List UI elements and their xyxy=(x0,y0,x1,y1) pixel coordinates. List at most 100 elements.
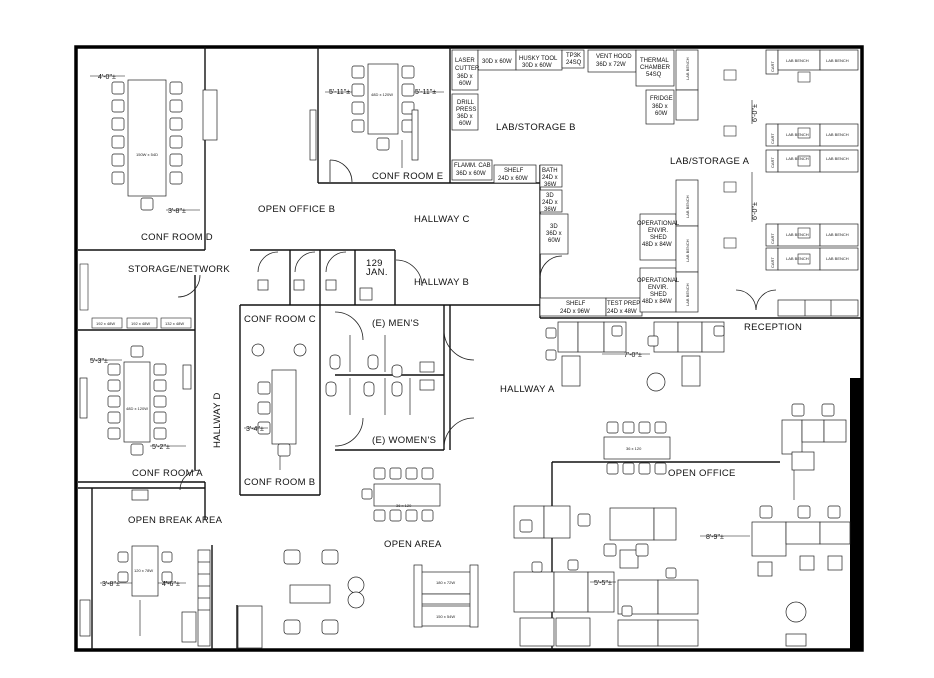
room-labels: CONF ROOM D CONF ROOM E STORAGE/NETWORK … xyxy=(128,122,802,550)
label-reception: RECEPTION xyxy=(744,322,802,333)
fridge-l1: FRIDGE xyxy=(650,96,673,102)
drill-l4: 60W xyxy=(459,121,472,127)
cart-3: CART xyxy=(770,157,775,168)
label-hallway-c: HALLWAY C xyxy=(414,214,470,225)
flamm-l2: 36D x 60W xyxy=(456,171,486,177)
3d-b-l2: 36D x xyxy=(546,231,562,237)
lab-stools xyxy=(723,69,811,265)
3d-a-l1: 3D xyxy=(546,193,554,199)
shed1-l3: SHED xyxy=(650,235,667,241)
lab-bench-9: LAB BENCH xyxy=(786,256,809,261)
label-conf-room-c: CONF ROOM C xyxy=(244,314,316,325)
tp3k-l2: 24SQ xyxy=(566,60,582,66)
laser-cutter-l1: LASER xyxy=(455,58,475,64)
label-conf-room-e: CONF ROOM E xyxy=(372,171,443,182)
equipment-labels: LASER CUTTER 36D x 60W 30D x 60W HUSKY T… xyxy=(454,53,849,315)
dim-3-8-b: 3'-8"± xyxy=(102,581,120,588)
conf-room-a-furniture xyxy=(79,345,192,456)
husky-l2: 30D x 60W xyxy=(522,63,552,69)
conf-room-b-furniture xyxy=(251,343,307,457)
drill-l1: DRILL xyxy=(457,100,475,106)
dim-3-4: 3'-4"± xyxy=(246,426,264,433)
open-area-furniture xyxy=(283,549,479,635)
lab-bench-1: LAB BENCH xyxy=(786,58,809,63)
label-open-area: OPEN AREA xyxy=(384,539,442,550)
dim-5-11-a: 5'-11"± xyxy=(329,89,350,96)
shed2-l1: OPERATIONAL xyxy=(637,278,680,284)
label-jan: JAN. xyxy=(366,267,388,278)
cart-2: CART xyxy=(770,133,775,144)
bath-l1: BATH xyxy=(542,168,558,174)
label-hallway-d: HALLWAY D xyxy=(212,392,223,448)
oo-table-label: 36 x 120 xyxy=(626,446,642,451)
dim-5-11-b: 5'-11"± xyxy=(415,89,436,96)
3d-b-l1: 3D xyxy=(550,224,558,230)
shed2-l4: 48D x 84W xyxy=(642,299,672,305)
conf-e-table-label: 48D x 120W xyxy=(371,92,393,97)
dim-4-6: 4'-6"± xyxy=(162,581,180,588)
flamm-l1: FLAMM. CAB xyxy=(454,163,491,169)
shed1-l2: ENVIR. xyxy=(648,228,668,234)
bath-l2: 24D x xyxy=(542,175,558,181)
label-storage-network: STORAGE/NETWORK xyxy=(128,264,230,275)
test-prep-l2: 24D x 48W xyxy=(607,309,637,315)
label-conf-room-b: CONF ROOM B xyxy=(244,477,315,488)
label-open-break-area: OPEN BREAK AREA xyxy=(128,515,223,526)
dim-7-0: 7'-0"± xyxy=(624,352,642,359)
conf-room-d-furniture xyxy=(111,79,218,211)
dim-5-5: 5'-5"± xyxy=(594,580,612,587)
drill-l2: PRESS xyxy=(456,107,476,113)
laser-cutter-l2: CUTTER xyxy=(455,66,480,72)
tp3k-l1: TP3K xyxy=(566,53,581,59)
dim-8-9: 8'-9"± xyxy=(706,534,724,541)
dim-3-8-a: 3'-8"± xyxy=(168,208,186,215)
label-open-office: OPEN OFFICE xyxy=(668,468,736,479)
open-office-table xyxy=(603,421,671,475)
laser-cutter-l4: 60W xyxy=(459,81,472,87)
label-lab-storage-a: LAB/STORAGE A xyxy=(670,156,750,167)
shed1-l4: 48D x 84W xyxy=(642,242,672,248)
thermal-l3: 54SQ xyxy=(646,72,662,78)
dim-6-0-b: 6'-0"± xyxy=(752,202,759,220)
shelf-24-60-l1: SHELF xyxy=(504,168,524,174)
3d-a-l2: 24D x xyxy=(542,200,558,206)
cart-4: CART xyxy=(770,233,775,244)
cab-2-label: 192 x 48W xyxy=(131,321,150,326)
dim-4-0: 4'-0"± xyxy=(98,74,116,81)
lab-bench-v2: LAB BENCH xyxy=(685,195,690,218)
3d-a-l3: 36W xyxy=(544,207,557,213)
label-mens: (E) MEN'S xyxy=(372,318,419,329)
shed2-l3: SHED xyxy=(650,292,667,298)
lab-bench-6: LAB BENCH xyxy=(826,156,849,161)
fridge-l3: 60W xyxy=(655,111,668,117)
drill-l3: 36D x xyxy=(457,114,473,120)
label-lab-storage-b: LAB/STORAGE B xyxy=(496,122,576,133)
dim-5-3: 5'-3"± xyxy=(90,358,108,365)
sofa-1-label: 180 x 72W xyxy=(436,580,455,585)
label-conf-room-a: CONF ROOM A xyxy=(132,468,203,479)
chairs xyxy=(111,81,183,211)
dim-5-2: 5'-2"± xyxy=(152,444,170,451)
lab-bench-v3: LAB BENCH xyxy=(685,239,690,262)
lab-bench-3: LAB BENCH xyxy=(786,132,809,137)
toilet-fixtures xyxy=(257,279,435,415)
break-table-label: 120 x 78W xyxy=(134,568,153,573)
laser-cutter-l3: 36D x xyxy=(457,74,473,80)
label-hallway-b: HALLWAY B xyxy=(414,277,469,288)
dim-6-0-a: 6'-0"± xyxy=(752,104,759,122)
shelf-24-96-l2: 24D x 96W xyxy=(560,309,590,315)
storage-cabinets xyxy=(79,263,192,329)
lab-bench-5: LAB BENCH xyxy=(786,156,809,161)
break-area-furniture xyxy=(79,489,263,649)
interior-walls xyxy=(78,47,862,650)
conf-a-table-label: 48D x 120W xyxy=(126,406,148,411)
exterior-walls xyxy=(74,45,864,652)
fridge-l2: 36D x xyxy=(652,104,668,110)
dimension-labels: 4'-0"± 5'-11"± 5'-11"± 3'-8"± 5'-3"± 5'-… xyxy=(90,74,759,588)
lab-equipment xyxy=(451,49,859,317)
3d-b-l3: 60W xyxy=(548,238,561,244)
sofa-2-label: 150 x 54W xyxy=(436,614,455,619)
shed2-l2: ENVIR. xyxy=(648,285,668,291)
conf-d-table-label: 150W x 54D xyxy=(136,152,158,157)
